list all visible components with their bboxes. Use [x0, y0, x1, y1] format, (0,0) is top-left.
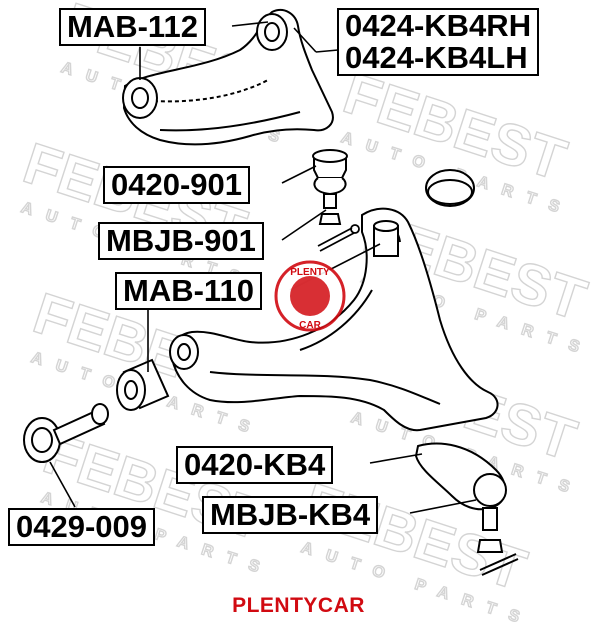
stamp-top-text: PLENTY	[290, 267, 330, 278]
stamp-logo: PLENTY CAR	[274, 260, 346, 332]
dust-cap	[425, 169, 475, 207]
cotter-pin	[317, 224, 360, 252]
label-0424-kb4: 0424-KB4RH 0424-KB4LH	[337, 8, 540, 76]
label-mab-112: MAB-112	[59, 8, 206, 46]
lower-bushing	[116, 358, 170, 411]
label-0424-kb4lh: 0424-KB4LH	[345, 40, 528, 75]
footer-brand: PLENTYCAR	[232, 594, 365, 617]
label-0429-009: 0429-009	[8, 508, 156, 546]
label-0424-kb4rh: 0424-KB4RH	[345, 8, 532, 43]
upper-ball-joint	[312, 149, 348, 225]
label-mbjb-901: MBJB-901	[98, 222, 264, 260]
camber-bolt	[23, 403, 109, 463]
label-mbjb-kb4: MBJB-KB4	[202, 496, 379, 534]
stamp-bottom-text: CAR	[299, 320, 321, 331]
label-0420-kb4: 0420-KB4	[176, 446, 334, 484]
label-0420-901: 0420-901	[103, 166, 251, 204]
label-mab-110: MAB-110	[115, 272, 262, 310]
lower-ball-joint	[414, 442, 519, 576]
